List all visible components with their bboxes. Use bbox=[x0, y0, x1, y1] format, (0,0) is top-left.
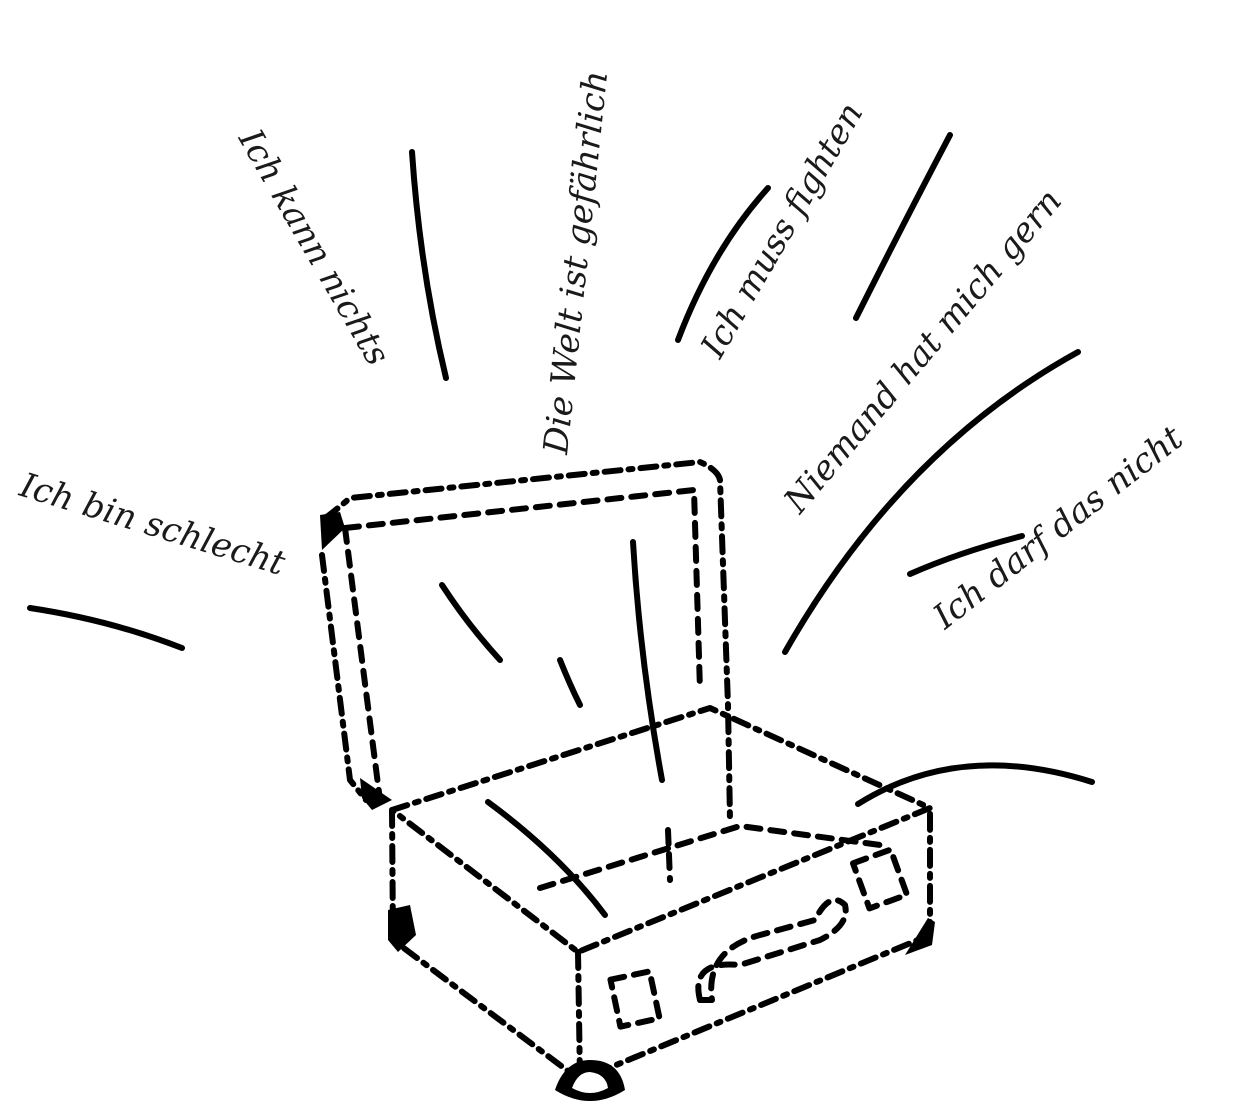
body-inner-divider bbox=[668, 830, 670, 880]
body-front bbox=[578, 808, 930, 1080]
phrases: Ich bin schlecht Ich kann nichts Die Wel… bbox=[14, 69, 1190, 638]
left-clasp bbox=[610, 971, 659, 1026]
ray-lid-mid bbox=[560, 660, 580, 705]
lid-inner bbox=[345, 490, 700, 800]
right-clasp bbox=[853, 850, 907, 909]
body-side bbox=[392, 810, 580, 1080]
phrase-fighten: Ich muss fighten bbox=[693, 96, 872, 365]
corner-left bbox=[388, 905, 416, 952]
ray-lid-right bbox=[633, 542, 662, 780]
suitcase-lid bbox=[320, 462, 730, 820]
lid-outer bbox=[322, 462, 730, 820]
handle bbox=[698, 900, 845, 1000]
lid-bottom-corner bbox=[360, 778, 392, 810]
ray-left bbox=[30, 608, 182, 648]
phrase-welt: Die Welt ist gefährlich bbox=[536, 69, 616, 457]
phrase-kann-nichts: Ich kann nichts bbox=[230, 122, 398, 373]
suitcase-hardware bbox=[388, 850, 935, 1101]
phrase-darf-nicht: Ich darf das nicht bbox=[925, 418, 1191, 638]
phrase-schlecht: Ich bin schlecht bbox=[14, 465, 289, 584]
ray-mid-right bbox=[856, 135, 950, 318]
lid-top-corner bbox=[320, 512, 345, 550]
ray-upper-left bbox=[412, 152, 446, 378]
ray-right-low bbox=[858, 765, 1092, 804]
ray-lid-left bbox=[442, 585, 500, 660]
body-opening bbox=[392, 708, 930, 952]
body-inner-back bbox=[540, 826, 880, 888]
corner-right bbox=[905, 918, 935, 955]
